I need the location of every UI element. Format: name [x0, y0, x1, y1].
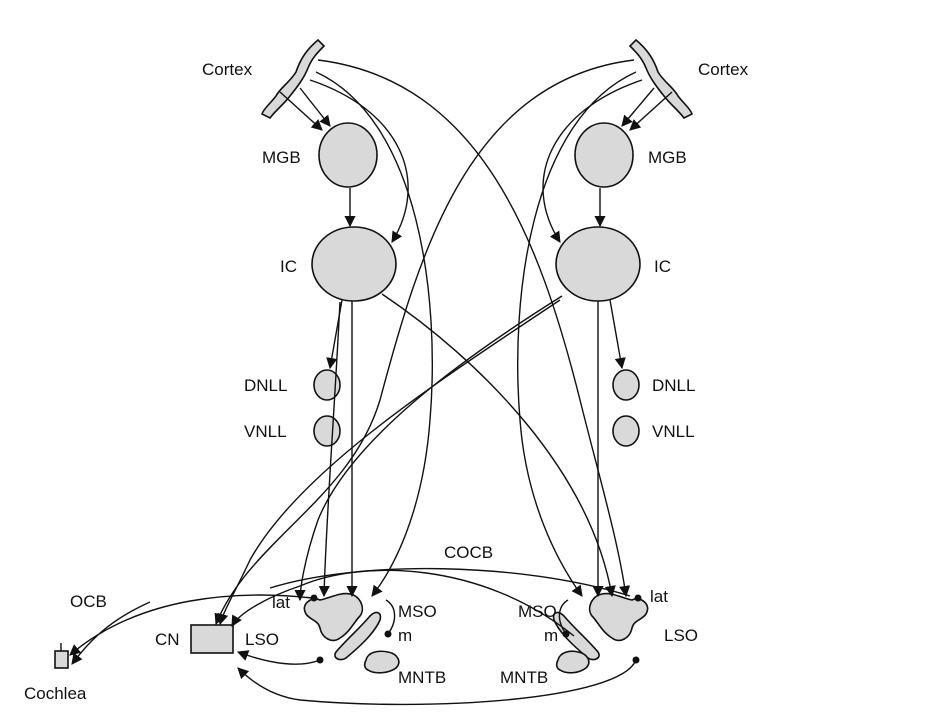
cochlea-box	[54, 650, 69, 669]
mntb-right-nucleus	[555, 650, 590, 674]
ic-right-nucleus	[555, 226, 641, 302]
ic-left-nucleus	[311, 226, 397, 302]
mgb-right-nucleus	[574, 122, 634, 188]
path-cortex-ic-left	[309, 79, 409, 243]
label-ic-left: IC	[280, 257, 297, 276]
label-cortex-left: Cortex	[202, 60, 253, 79]
label-m-left: m	[398, 626, 412, 645]
path-ic-lso-left-lat	[318, 301, 341, 598]
ocb-pathway-b	[71, 601, 151, 665]
lso-left-to-cn	[236, 650, 321, 665]
path-ic-right-to-cn	[217, 299, 561, 626]
label-dnll-right: DNLL	[652, 376, 695, 395]
path-cortex-mgb-left-b	[299, 87, 331, 127]
mso-left-nucleus	[334, 611, 382, 661]
m-left-dot	[384, 630, 392, 638]
bottom-loop-pathway	[237, 659, 637, 706]
mso-right-nucleus	[552, 611, 600, 661]
path-ic-dnll-right	[609, 299, 626, 370]
label-mntb-left: MNTB	[398, 668, 446, 687]
lat-right-dot	[634, 594, 642, 602]
path-cortex-mgb-right-a	[629, 91, 673, 131]
dnll-left-nucleus	[313, 369, 341, 401]
path-cortex-mso-left	[315, 71, 433, 597]
label-mgb-left: MGB	[262, 148, 301, 167]
lso-right-dot	[632, 656, 640, 664]
lat-left-dot	[310, 594, 318, 602]
cortex-right-shape	[628, 38, 693, 120]
label-mgb-right: MGB	[648, 148, 687, 167]
label-mso-right: MSO	[518, 602, 557, 621]
label-m-right: m	[544, 626, 558, 645]
label-mso-left: MSO	[398, 602, 437, 621]
mgb-left-nucleus	[318, 122, 378, 188]
cocb-pathway	[231, 569, 575, 637]
path-cortex-mgb-right-b	[621, 87, 655, 127]
label-dnll-left: DNLL	[244, 376, 287, 395]
path-cortex-mgb-left-a	[279, 91, 323, 131]
label-lso-left: LSO	[245, 630, 279, 649]
path-cortex-ic-right	[542, 79, 643, 243]
label-vnll-right: VNLL	[652, 422, 695, 441]
mso-left-m-loop	[385, 599, 396, 635]
path-cortex-cn-left	[214, 59, 635, 626]
m-right-dot	[562, 630, 570, 638]
mntb-left-nucleus	[363, 650, 400, 674]
label-lat-left: lat	[272, 593, 290, 612]
label-ic-right: IC	[654, 257, 671, 276]
vnll-right-nucleus	[612, 415, 640, 447]
mso-right-m-loop	[558, 599, 569, 635]
vnll-left-nucleus	[313, 415, 341, 447]
lso-left-dot	[316, 656, 324, 664]
path-cortex-lso-right	[317, 59, 631, 598]
label-ocb: OCB	[70, 592, 107, 611]
label-lat-right: lat	[650, 587, 668, 606]
label-cochlea: Cochlea	[24, 684, 87, 703]
label-cn: CN	[155, 630, 180, 649]
label-cortex-right: Cortex	[698, 60, 749, 79]
path-ic-right-to-left-lso	[294, 295, 563, 602]
dnll-right-nucleus	[612, 369, 640, 401]
label-cocb: COCB	[444, 543, 493, 562]
cn-box	[190, 624, 234, 654]
label-lso-right: LSO	[664, 626, 698, 645]
path-cortex-mso-right	[517, 71, 637, 597]
cortex-left-shape	[261, 38, 326, 120]
label-mntb-right: MNTB	[500, 668, 548, 687]
cocb-pathway-upper	[269, 567, 631, 597]
label-vnll-left: VNLL	[244, 422, 287, 441]
